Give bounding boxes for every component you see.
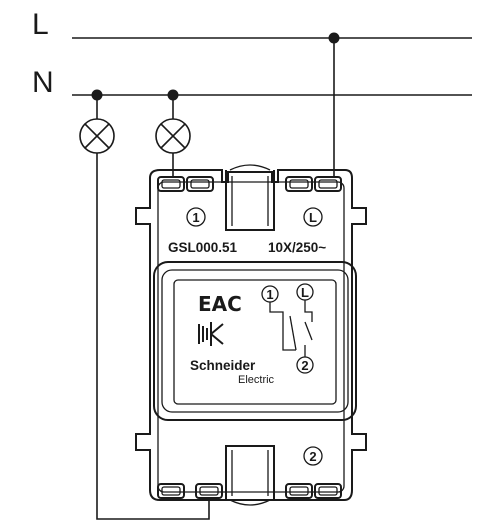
- switch-mechanism: 1 L 2 GSL000.51 10X/250~ EAC Schneid: [135, 164, 367, 506]
- mechanism-inner-frame: [157, 181, 345, 493]
- terminal-2-marker: 2: [303, 446, 323, 466]
- terminal-1-marker: 1: [186, 207, 206, 227]
- schematic-terminal-2: 2: [301, 358, 308, 373]
- schematic-terminal-1: 1: [266, 287, 273, 302]
- model-number: GSL000.51: [168, 240, 238, 255]
- mechanism-outline: [135, 169, 367, 501]
- bottom-terminal-screws: [157, 483, 342, 499]
- top-terminal-screws: [157, 176, 342, 192]
- terminal-L-marker: L: [303, 207, 323, 227]
- top-clamp: [225, 164, 275, 231]
- internal-schematic: 1 L 2: [261, 283, 314, 374]
- face-plate-inner: [161, 269, 349, 413]
- eac-mark: EAC: [198, 292, 242, 316]
- lamp-2: [155, 95, 191, 154]
- line-label: L: [32, 8, 49, 41]
- svg-text:L: L: [309, 210, 317, 225]
- rating: 10X/250~: [268, 240, 326, 255]
- schematic-terminal-L: L: [301, 285, 309, 300]
- brand-subname: Electric: [238, 374, 275, 386]
- wire-lamp1-to-terminal-2: [96, 153, 210, 520]
- svg-text:2: 2: [309, 449, 316, 464]
- svg-text:1: 1: [192, 210, 199, 225]
- face-plate-outer: [153, 261, 357, 421]
- neutral-label: N: [32, 66, 54, 99]
- ground-symbol-icon: [198, 322, 224, 346]
- bottom-clamp: [225, 445, 275, 506]
- brand-name: Schneider: [190, 358, 256, 373]
- face-plate-label-area: [173, 279, 337, 405]
- lamp-1: [79, 95, 115, 154]
